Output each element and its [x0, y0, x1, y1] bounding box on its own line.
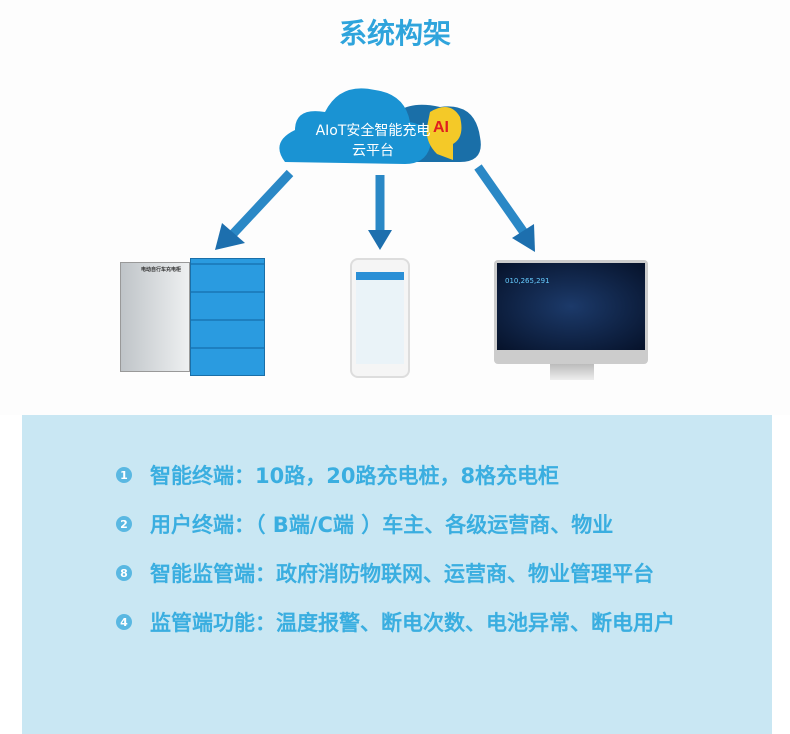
feature-panel: [22, 415, 772, 734]
cloud-icon: AI: [279, 88, 481, 164]
phone-image: [350, 258, 410, 378]
page-title: 系统构架: [338, 17, 451, 50]
monitor-stand: [550, 364, 594, 380]
charging-locker-image: [190, 258, 265, 376]
arrow-down-icon: [368, 175, 392, 250]
ai-badge: AI: [433, 119, 449, 136]
charging-cabinet-image: [120, 262, 190, 372]
arrow-left-icon: [215, 169, 294, 250]
monitor-image: 010,265,291: [494, 260, 648, 364]
terminal-brand-label: 电动自行车充电柜: [141, 267, 182, 273]
cloud-label: AIoT安全智能充电云平台: [315, 123, 431, 159]
arrow-right-icon: [474, 164, 535, 252]
